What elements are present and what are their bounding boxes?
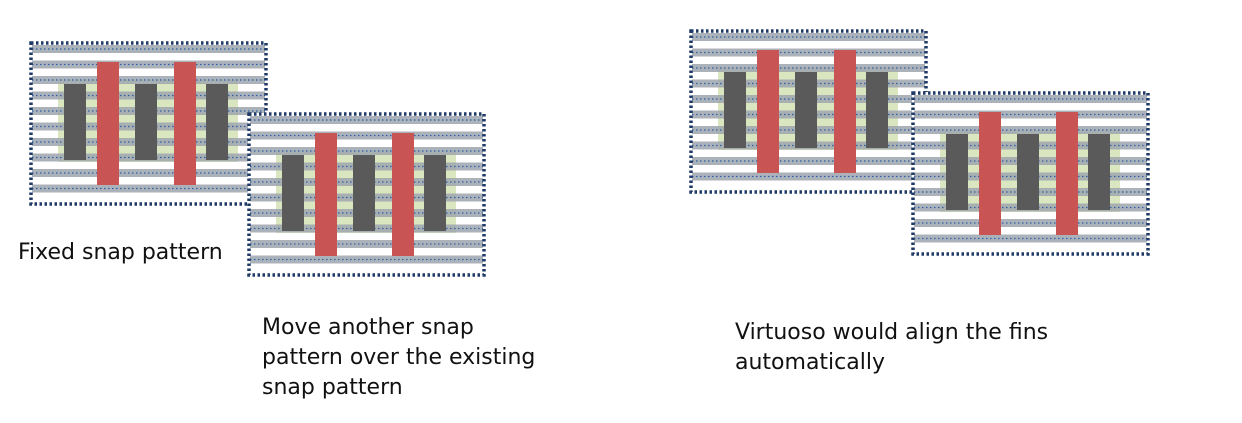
gate-bar <box>757 50 779 173</box>
fixed-snap-pattern <box>29 41 268 206</box>
gate-bar <box>97 62 119 185</box>
contact-bar <box>1088 134 1110 210</box>
contact-bar <box>724 72 746 148</box>
contact-bar <box>866 72 888 148</box>
contact-bar <box>946 134 968 210</box>
contact-bar <box>353 155 375 231</box>
cell-boundary <box>247 112 486 277</box>
caption-fixed-snap-pattern: Fixed snap pattern <box>18 240 223 265</box>
moving-snap-pattern <box>247 112 486 277</box>
contact-bar <box>64 84 86 160</box>
contact-bar <box>1017 134 1039 210</box>
contact-bar <box>424 155 446 231</box>
contact-bar <box>135 84 157 160</box>
gate-bar <box>392 133 414 256</box>
contact-bar <box>206 84 228 160</box>
gate-bar <box>315 133 337 256</box>
aligned-snap-pattern-upper <box>689 29 928 194</box>
cell-boundary <box>911 91 1150 256</box>
contact-bar <box>282 155 304 231</box>
caption-virtuoso-align: Virtuoso would align the fins automatica… <box>735 320 1049 375</box>
gate-bar <box>979 112 1001 235</box>
caption-move-snap-pattern: Move another snap pattern over the exist… <box>262 315 536 400</box>
contact-bar <box>795 72 817 148</box>
gate-bar <box>834 50 856 173</box>
gate-bar <box>1056 112 1078 235</box>
aligned-snap-pattern-lower <box>911 91 1150 256</box>
gate-bar <box>174 62 196 185</box>
